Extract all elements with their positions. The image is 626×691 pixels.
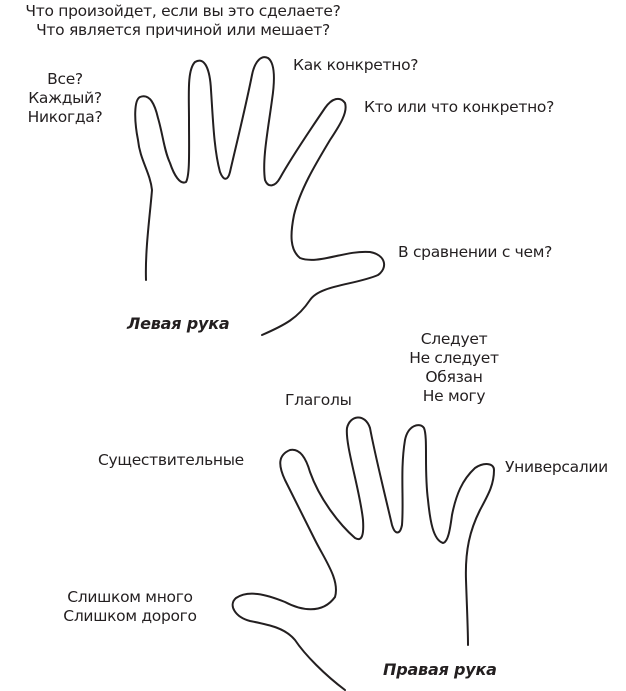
left-hand-path xyxy=(134,56,386,336)
right-hand-path xyxy=(231,416,495,691)
universals-label: Универсалии xyxy=(505,458,608,476)
middle-finger-label: Как конкретно? xyxy=(293,56,419,74)
right-hand-caption: Правая рука xyxy=(383,660,497,679)
modal-operators-labels: Следует Не следует Обязан Не могу xyxy=(409,330,499,405)
comparatives-labels: Слишком много Слишком дорого xyxy=(63,588,197,625)
question-consequence: Что произойдет, если вы это сделаете? Чт… xyxy=(25,2,341,39)
nouns-label: Существительные xyxy=(98,451,244,469)
pinky-labels-universal-quantifiers: Все? Каждый? Никогда? xyxy=(27,70,103,126)
index-finger-label: Кто или что конкретно? xyxy=(364,98,555,116)
verbs-label: Глаголы xyxy=(285,391,352,409)
left-hand-caption: Левая рука xyxy=(127,314,230,333)
thumb-label: В сравнении с чем? xyxy=(398,243,553,261)
